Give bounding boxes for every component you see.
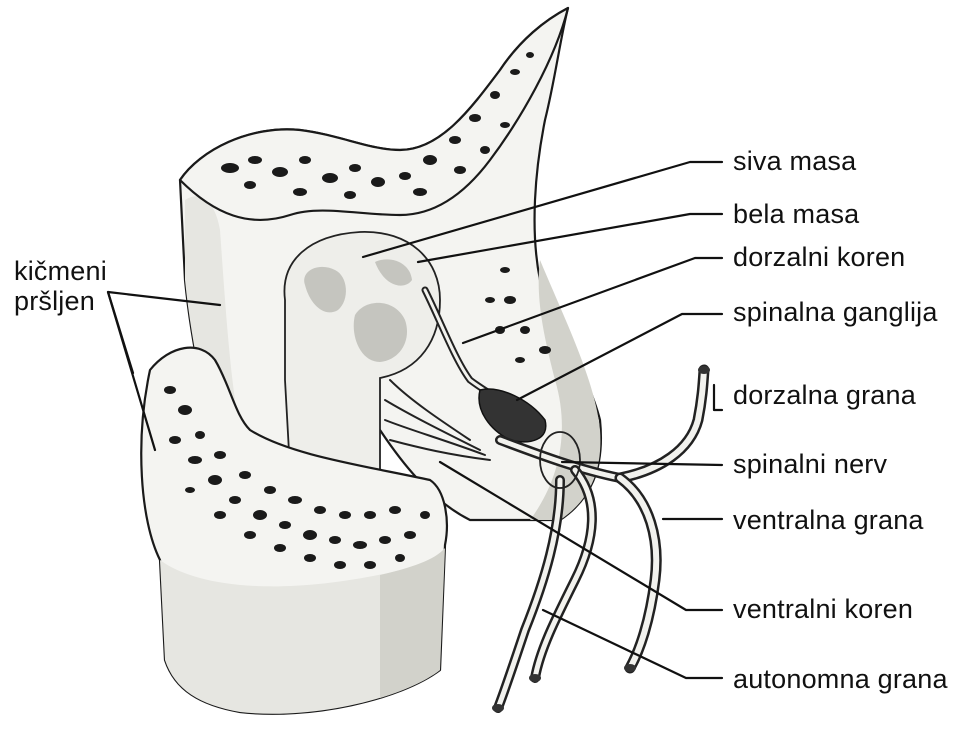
label-kicmeni: kičmeni	[14, 256, 107, 286]
label-autonomna-grana: autonomna grana	[733, 664, 948, 694]
leader-dorzalna-grana	[714, 385, 722, 410]
label-prsljen: pršljen	[14, 286, 95, 316]
label-spinalni-nerv: spinalni nerv	[733, 449, 887, 479]
label-spinalna-ganglija: spinalna ganglija	[733, 297, 938, 327]
label-dorzalni-koren: dorzalni koren	[733, 242, 905, 272]
label-dorzalna-grana: dorzalna grana	[733, 380, 916, 410]
label-bela-masa: bela masa	[733, 199, 859, 229]
label-ventralni-koren: ventralni koren	[733, 594, 913, 624]
leader-kicmeni-2	[108, 292, 155, 450]
label-siva-masa: siva masa	[733, 146, 856, 176]
label-ventralna-grana: ventralna grana	[733, 505, 924, 535]
